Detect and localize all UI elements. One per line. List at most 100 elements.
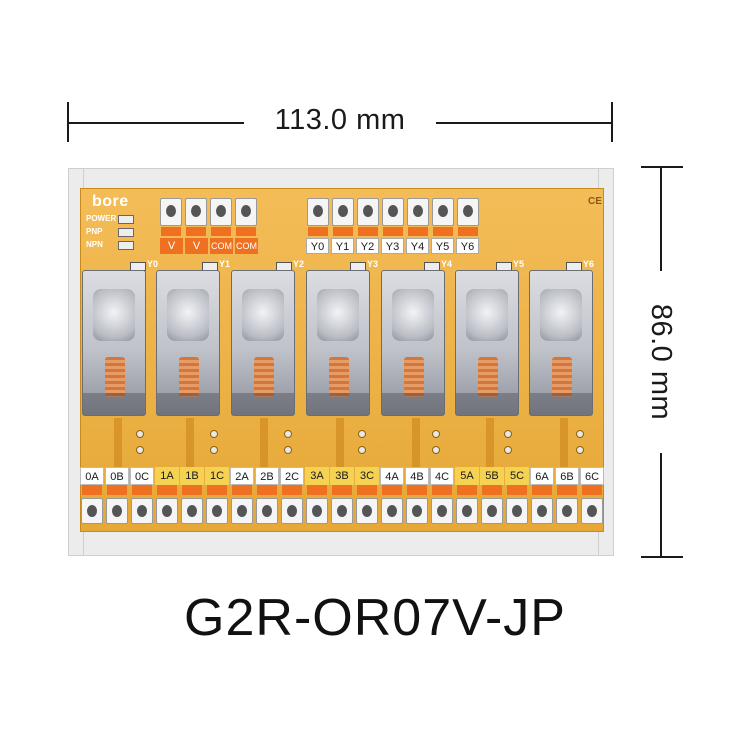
relay-label-y0: Y0	[147, 259, 159, 269]
solder-pad	[504, 430, 512, 438]
input-terminal-tab	[408, 227, 428, 236]
output-label-2c: 2C	[280, 467, 304, 485]
power-terminal-com1[interactable]	[210, 198, 232, 226]
power-terminal-com2[interactable]	[235, 198, 257, 226]
output-label-5c: 5C	[505, 467, 529, 485]
output-terminal-6c[interactable]	[581, 498, 603, 524]
output-terminal-4b[interactable]	[406, 498, 428, 524]
output-terminal-0a[interactable]	[81, 498, 103, 524]
pcb-trace	[260, 418, 268, 468]
input-terminal-label-y6: Y6	[456, 238, 479, 254]
output-terminal-3a[interactable]	[306, 498, 328, 524]
relay-4	[381, 270, 445, 416]
output-terminal-tab	[282, 485, 302, 495]
relay-label-y6: Y6	[583, 259, 595, 269]
power-terminal-v2[interactable]	[185, 198, 207, 226]
output-label-4b: 4B	[405, 467, 429, 485]
output-terminal-2a[interactable]	[231, 498, 253, 524]
pcb-trace	[560, 418, 568, 468]
output-terminal-tab	[182, 485, 202, 495]
solder-pad	[284, 446, 292, 454]
output-label-5b: 5B	[480, 467, 504, 485]
output-label-1c: 1C	[205, 467, 229, 485]
pcb-trace	[412, 418, 420, 468]
output-terminal-3c[interactable]	[356, 498, 378, 524]
input-terminal-tab	[308, 227, 328, 236]
output-terminal-4c[interactable]	[431, 498, 453, 524]
power-terminal-label-com2: COM	[235, 238, 258, 254]
npn-led	[118, 241, 134, 250]
output-terminal-0c[interactable]	[131, 498, 153, 524]
output-terminal-tab	[407, 485, 427, 495]
output-terminal-5a[interactable]	[456, 498, 478, 524]
input-terminal-y0[interactable]	[307, 198, 329, 226]
output-terminal-1a[interactable]	[156, 498, 178, 524]
output-terminal-tab	[382, 485, 402, 495]
relay-label-y4: Y4	[441, 259, 453, 269]
input-terminal-label-y4: Y4	[406, 238, 429, 254]
relay-label-y3: Y3	[367, 259, 379, 269]
input-terminal-y5[interactable]	[432, 198, 454, 226]
solder-pad	[210, 430, 218, 438]
relay-label-y1: Y1	[219, 259, 231, 269]
output-terminal-tab	[557, 485, 577, 495]
indicator-pnp-label: PNP	[86, 227, 103, 236]
input-terminal-y3[interactable]	[382, 198, 404, 226]
output-terminal-tab	[532, 485, 552, 495]
output-label-1a: 1A	[155, 467, 179, 485]
relay-2	[231, 270, 295, 416]
input-terminal-y4[interactable]	[407, 198, 429, 226]
output-terminal-6a[interactable]	[531, 498, 553, 524]
input-terminal-label-y5: Y5	[431, 238, 454, 254]
output-label-4a: 4A	[380, 467, 404, 485]
output-terminal-tab	[482, 485, 502, 495]
height-dimension-tick-bottom	[641, 556, 683, 558]
input-terminal-label-y3: Y3	[381, 238, 404, 254]
indicator-power-label: POWER	[86, 214, 117, 223]
output-label-2b: 2B	[255, 467, 279, 485]
output-terminal-2c[interactable]	[281, 498, 303, 524]
input-terminal-y1[interactable]	[332, 198, 354, 226]
pcb-trace	[486, 418, 494, 468]
pcb-trace	[186, 418, 194, 468]
input-terminal-tab	[333, 227, 353, 236]
output-terminal-tab	[107, 485, 127, 495]
output-terminal-6b[interactable]	[556, 498, 578, 524]
solder-pad	[136, 430, 144, 438]
output-terminal-tab	[257, 485, 277, 495]
output-terminal-0b[interactable]	[106, 498, 128, 524]
output-terminal-3b[interactable]	[331, 498, 353, 524]
output-label-3c: 3C	[355, 467, 379, 485]
power-terminal-tab	[211, 227, 231, 236]
pcb-trace	[114, 418, 122, 468]
width-dimension-label: 113.0 mm	[274, 104, 406, 136]
output-terminal-tab	[507, 485, 527, 495]
output-label-0a: 0A	[80, 467, 104, 485]
output-terminal-5c[interactable]	[506, 498, 528, 524]
height-dimension-label: 86.0 mm	[645, 303, 677, 421]
input-terminal-y2[interactable]	[357, 198, 379, 226]
power-terminal-v1[interactable]	[160, 198, 182, 226]
solder-pad	[210, 446, 218, 454]
output-terminal-tab	[357, 485, 377, 495]
output-terminal-tab	[157, 485, 177, 495]
input-terminal-label-y1: Y1	[331, 238, 354, 254]
input-terminal-tab	[383, 227, 403, 236]
relay-6	[529, 270, 593, 416]
ce-mark: CE	[588, 196, 602, 207]
output-terminal-1b[interactable]	[181, 498, 203, 524]
output-terminal-5b[interactable]	[481, 498, 503, 524]
solder-pad	[432, 446, 440, 454]
output-label-3b: 3B	[330, 467, 354, 485]
pnp-led	[118, 228, 134, 237]
power-terminal-label-v2: V	[185, 238, 208, 254]
output-terminal-2b[interactable]	[256, 498, 278, 524]
input-terminal-tab	[358, 227, 378, 236]
solder-pad	[358, 446, 366, 454]
input-terminal-y6[interactable]	[457, 198, 479, 226]
output-terminal-tab	[82, 485, 102, 495]
output-terminal-1c[interactable]	[206, 498, 228, 524]
output-label-0c: 0C	[130, 467, 154, 485]
solder-pad	[576, 430, 584, 438]
output-terminal-4a[interactable]	[381, 498, 403, 524]
